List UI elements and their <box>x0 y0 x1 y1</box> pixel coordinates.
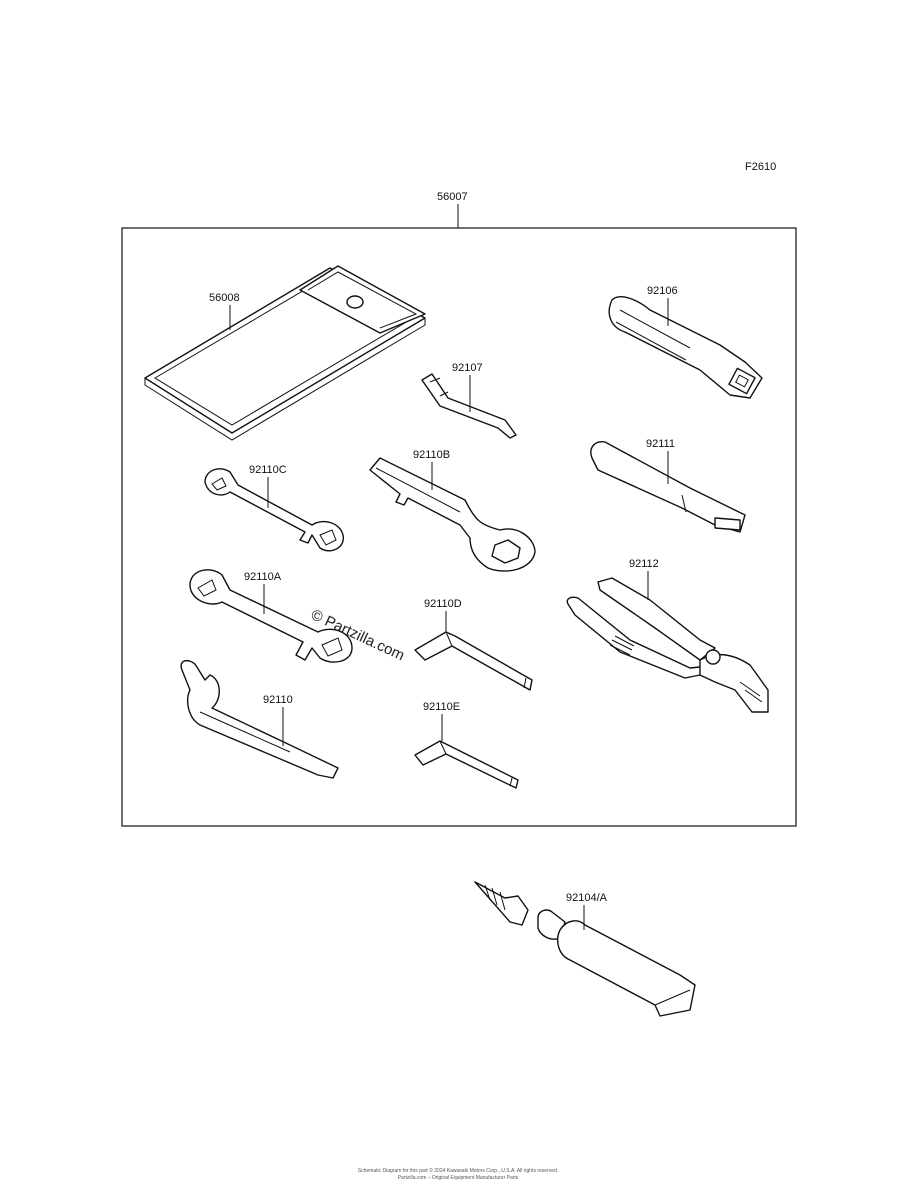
footer-line-2: Partzilla.com – Original Equipment Manuf… <box>398 1175 519 1181</box>
part-label-92110A: 92110A <box>244 571 282 583</box>
part-label-92112: 92112 <box>629 558 659 570</box>
open-end-wrench-icon[interactable] <box>204 468 344 552</box>
part-label-92104-A: 92104/A <box>566 892 608 904</box>
pliers-icon[interactable] <box>566 577 769 713</box>
part-label-92110B: 92110B <box>413 449 450 461</box>
hook-spanner-icon[interactable] <box>180 659 339 779</box>
tool-kit-box <box>121 227 797 827</box>
tool-pouch-icon[interactable] <box>144 265 426 441</box>
screwdriver-bit-icon[interactable] <box>421 373 517 439</box>
part-label-92107: 92107 <box>452 362 483 374</box>
open-end-wrench-icon[interactable] <box>189 569 353 663</box>
hex-key-icon[interactable] <box>414 740 519 789</box>
part-label-92110: 92110 <box>263 694 293 706</box>
part-label-92106: 92106 <box>647 285 678 297</box>
part-label-92110C: 92110C <box>249 464 287 476</box>
ring-spanner-icon[interactable] <box>369 457 536 572</box>
part-label-92111: 92111 <box>646 438 675 450</box>
screwdriver-handle-icon[interactable] <box>608 296 763 399</box>
part-label-92110E: 92110E <box>423 701 460 713</box>
grease-tube-icon[interactable] <box>474 881 696 1017</box>
assembly-label: 56007 <box>437 191 468 203</box>
extension-bar-icon[interactable] <box>590 441 746 533</box>
part-label-56008: 56008 <box>209 292 240 304</box>
part-label-92110D: 92110D <box>424 598 462 610</box>
footer-line-1: Schematic Diagram for this part © 2024 K… <box>358 1167 558 1174</box>
figure-code: F2610 <box>745 161 776 173</box>
hex-key-icon[interactable] <box>414 631 533 691</box>
